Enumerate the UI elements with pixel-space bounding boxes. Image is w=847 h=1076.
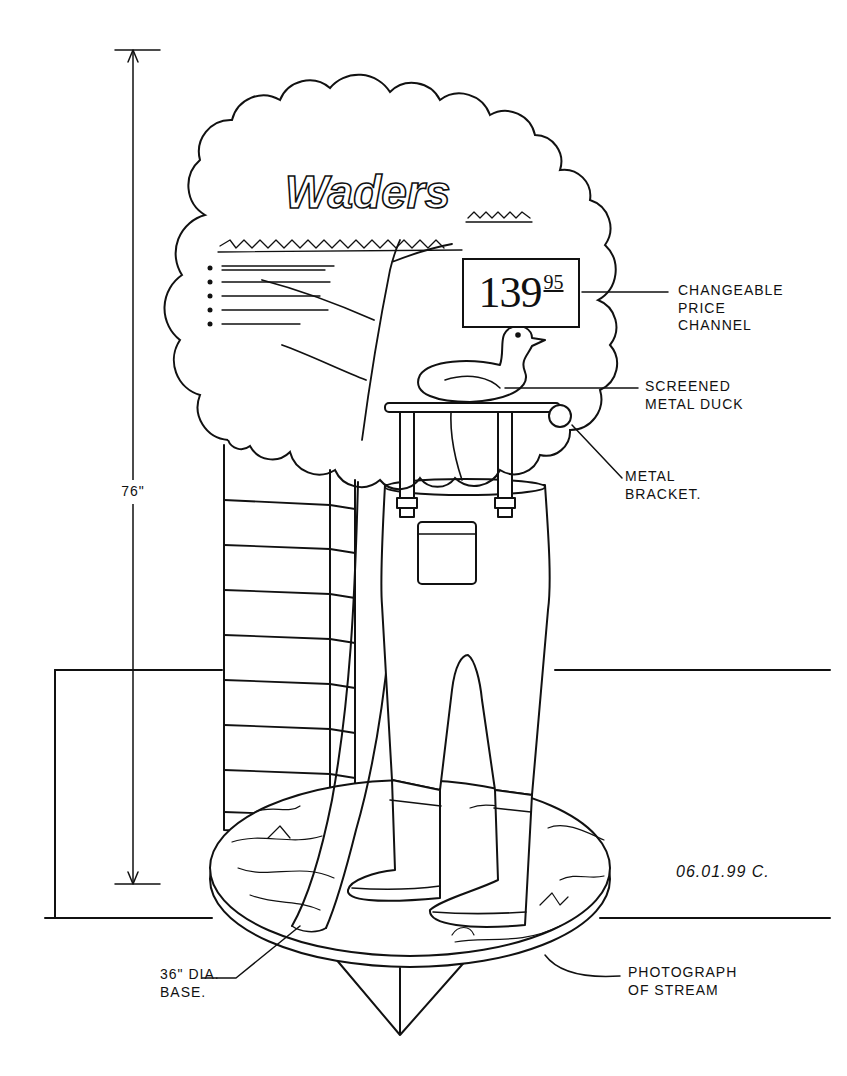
duck-eye — [516, 333, 520, 337]
callout-label: PHOTOGRAPH OF STREAM — [628, 964, 763, 999]
waders-body — [381, 485, 549, 795]
dimension-label: 36" DIA. BASE. — [160, 966, 220, 1001]
price-channel: 13995 — [462, 258, 580, 328]
tree-sign: Waders13995 — [175, 85, 615, 480]
leader-line — [572, 425, 622, 478]
left-boot — [348, 780, 440, 901]
pedestal — [335, 958, 468, 1035]
slatwall-slats — [224, 500, 355, 820]
bib-pocket — [418, 522, 476, 584]
pocket-flap — [418, 533, 476, 535]
copy-scribble — [218, 240, 462, 252]
metal-bracket — [385, 403, 560, 412]
boot-cuffs — [352, 800, 531, 914]
callout-label: CHANGEABLE PRICE CHANNEL — [678, 282, 798, 335]
price-dollars: 139 — [479, 271, 542, 315]
bracket-knob — [549, 405, 571, 427]
bullet-dots — [208, 266, 213, 327]
sign-headline: Waders — [285, 167, 450, 218]
leader-line — [505, 387, 638, 389]
dimension-arrow — [128, 50, 138, 884]
callout-label: METAL BRACKET. — [625, 468, 725, 503]
dimension-line — [115, 50, 160, 884]
bullet-dot — [208, 280, 213, 285]
bullet-dot — [208, 266, 213, 271]
bullet-dot — [208, 322, 213, 327]
date-signature: 06.01.99 C. — [676, 862, 770, 882]
price-cents: 95 — [544, 272, 564, 292]
screened-metal-duck — [418, 326, 545, 402]
bullet-dot — [208, 308, 213, 313]
dimension-label: 76" — [119, 480, 147, 504]
corner-line — [54, 670, 56, 918]
bullet-dot — [208, 294, 213, 299]
round-base — [210, 780, 610, 956]
callout-label: SCREENED METAL DUCK — [645, 378, 765, 413]
strap-buckle — [495, 498, 515, 508]
duck-wing — [445, 376, 500, 388]
leader-line — [545, 955, 620, 977]
leader-line — [582, 291, 668, 293]
copy-lines — [222, 266, 334, 324]
canopy-path — [164, 75, 617, 489]
copy-scribble — [466, 212, 532, 222]
strap-buckle — [397, 498, 417, 508]
